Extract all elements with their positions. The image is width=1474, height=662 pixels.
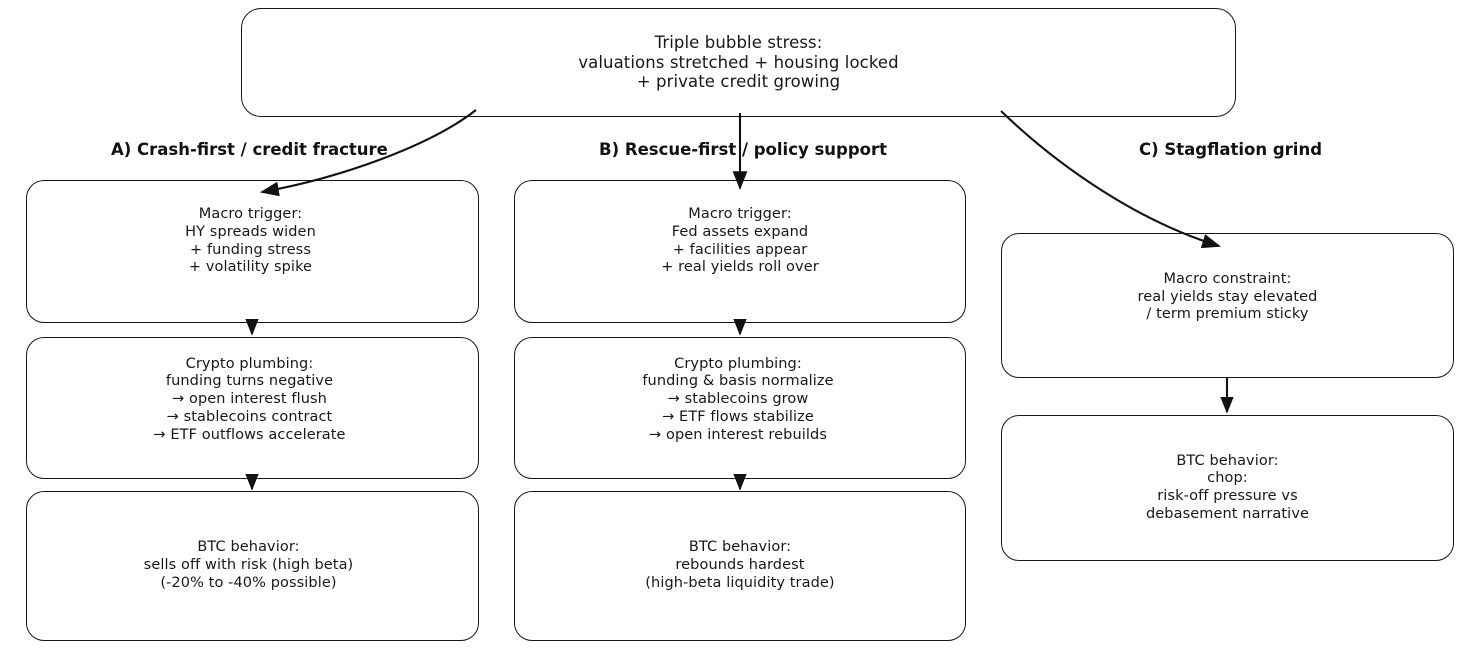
column-header-a: A) Crash-first / credit fracture bbox=[111, 140, 388, 159]
node-b-macro-trigger-text: Macro trigger: Fed assets expand + facil… bbox=[661, 206, 819, 276]
node-b-btc-behavior[interactable]: BTC behavior: rebounds hardest (high-bet… bbox=[514, 491, 966, 641]
node-a-crypto-plumbing[interactable]: Crypto plumbing: funding turns negative … bbox=[26, 337, 479, 479]
column-header-b: B) Rescue-first / policy support bbox=[599, 140, 888, 159]
node-b-crypto-plumbing[interactable]: Crypto plumbing: funding & basis normali… bbox=[514, 337, 966, 479]
node-c-btc-behavior-text: BTC behavior: chop: risk-off pressure vs… bbox=[1145, 452, 1310, 522]
node-a-macro-trigger-text: Macro trigger: HY spreads widen + fundin… bbox=[185, 206, 316, 276]
node-a-macro-trigger[interactable]: Macro trigger: HY spreads widen + fundin… bbox=[26, 180, 479, 323]
node-b-btc-behavior-text: BTC behavior: rebounds hardest (high-bet… bbox=[645, 539, 835, 591]
connector-top-to-c1 bbox=[1000, 110, 1222, 249]
node-b-macro-trigger[interactable]: Macro trigger: Fed assets expand + facil… bbox=[514, 180, 966, 323]
node-c-btc-behavior[interactable]: BTC behavior: chop: risk-off pressure vs… bbox=[1001, 415, 1454, 561]
node-a-crypto-plumbing-text: Crypto plumbing: funding turns negative … bbox=[153, 355, 346, 443]
node-c-macro-constraint-text: Macro constraint: real yields stay eleva… bbox=[1137, 270, 1318, 323]
node-triple-bubble-stress[interactable]: Triple bubble stress: valuations stretch… bbox=[241, 8, 1236, 117]
node-a-btc-behavior-text: BTC behavior: sells off with risk (high … bbox=[143, 539, 354, 591]
node-a-btc-behavior[interactable]: BTC behavior: sells off with risk (high … bbox=[26, 491, 479, 641]
node-triple-bubble-stress-text: Triple bubble stress: valuations stretch… bbox=[578, 32, 899, 92]
node-b-crypto-plumbing-text: Crypto plumbing: funding & basis normali… bbox=[642, 355, 834, 443]
column-header-c: C) Stagflation grind bbox=[1139, 140, 1323, 159]
node-c-macro-constraint[interactable]: Macro constraint: real yields stay eleva… bbox=[1001, 233, 1454, 378]
